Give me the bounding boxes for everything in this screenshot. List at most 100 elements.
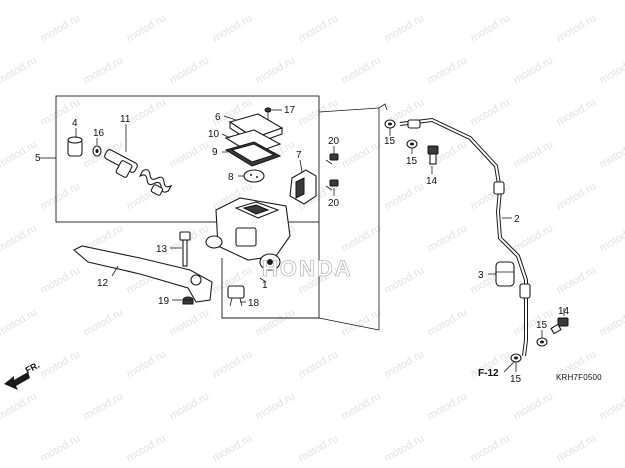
watermark-text: motod.ru	[555, 264, 599, 296]
watermark-text: motod.ru	[512, 222, 556, 254]
watermark-text: motod.ru	[426, 306, 470, 338]
watermark-text: motod.ru	[512, 306, 556, 338]
watermark-text: motod.ru	[39, 180, 83, 212]
ref-leader	[503, 361, 515, 373]
brand-emboss: HONDA	[262, 256, 353, 281]
watermark-text: motod.ru	[555, 432, 599, 464]
watermark-text: motod.ru	[39, 12, 83, 44]
screw-part	[264, 107, 272, 120]
watermark-text: motod.ru	[512, 390, 556, 422]
oil-bolt-lower-part	[550, 317, 569, 335]
watermark-text: motod.ru	[297, 348, 341, 380]
watermark-text: motod.ru	[340, 54, 384, 86]
watermark-text: motod.ru	[168, 390, 212, 422]
watermark-text: motod.ru	[340, 306, 384, 338]
sealing-washer-lower-right-part	[536, 337, 548, 347]
holder-bolt-upper-part	[325, 153, 339, 165]
watermark-text: motod.ru	[598, 54, 625, 86]
hose-outline-top	[318, 107, 380, 113]
callout-10: 10	[208, 129, 220, 140]
pivot-nut-part	[182, 296, 194, 305]
watermark-text: motod.ru	[426, 390, 470, 422]
brake-hose-part	[399, 117, 531, 357]
callout-14a: 14	[426, 176, 438, 187]
watermark-text: motod.ru	[125, 432, 169, 464]
watermark-text: motod.ru	[168, 0, 212, 3]
watermark-text: motod.ru	[39, 348, 83, 380]
callout-16: 16	[93, 128, 105, 139]
leader-10	[221, 133, 231, 139]
watermark-text: motod.ru	[469, 432, 513, 464]
callout-4: 4	[72, 118, 78, 129]
watermark-text: motod.ru	[297, 432, 341, 464]
watermark-text: motod.ru	[82, 390, 126, 422]
watermark-text: motod.ru	[168, 54, 212, 86]
master-cylinder-kit-box	[55, 95, 320, 223]
watermark-text: motod.ru	[598, 222, 625, 254]
diaphragm-part	[224, 141, 282, 167]
callout-17: 17	[284, 105, 296, 116]
hose-outline-bottom	[318, 317, 380, 331]
watermark-text: motod.ru	[340, 222, 384, 254]
watermark-text: motod.ru	[39, 432, 83, 464]
watermark-text: motod.ru	[125, 348, 169, 380]
watermark-text: motod.ru	[512, 0, 556, 3]
watermark-text: motod.ru	[340, 138, 384, 170]
watermark-text: motod.ru	[598, 138, 625, 170]
watermark-text: motod.ru	[168, 306, 212, 338]
watermark-text: motod.ru	[469, 96, 513, 128]
callout-15b: 15	[406, 156, 418, 167]
sealing-washer-upper-right-part	[406, 139, 418, 149]
callout-7: 7	[296, 150, 302, 161]
diagram-code: KRH7F0500	[556, 373, 602, 382]
callout-3: 3	[478, 270, 484, 281]
hose-clamp-part	[495, 261, 515, 287]
watermark-text: motod.ru	[254, 0, 298, 3]
watermark-text: motod.ru	[426, 222, 470, 254]
watermark-text: motod.ru	[426, 0, 470, 3]
sealing-washer-upper-left-part	[384, 119, 396, 129]
watermark-text: motod.ru	[254, 54, 298, 86]
callout-19: 19	[158, 296, 170, 307]
watermark-text: motod.ru	[82, 0, 126, 3]
piston-set-part	[104, 149, 173, 196]
watermark-text: motod.ru	[598, 306, 625, 338]
callout-6: 6	[215, 112, 221, 123]
watermark-text: motod.ru	[0, 306, 39, 338]
front-direction-label: FR.	[24, 360, 41, 376]
watermark-text: motod.ru	[254, 390, 298, 422]
callout-2: 2	[514, 214, 520, 225]
assembly-outline	[221, 222, 320, 319]
holder-bolt-lower-part	[325, 179, 339, 191]
watermark-text: motod.ru	[254, 306, 298, 338]
frame-reference-label: F-12	[478, 368, 499, 379]
watermark-text: motod.ru	[340, 390, 384, 422]
brake-lever-part	[73, 245, 213, 303]
watermark-text: motod.ru	[82, 54, 126, 86]
front-direction-arrow-icon	[4, 372, 30, 390]
watermark-text: motod.ru	[0, 0, 39, 3]
leader-1	[259, 277, 267, 283]
callout-13: 13	[156, 244, 168, 255]
watermark-text: motod.ru	[383, 432, 427, 464]
callout-15c: 15	[510, 374, 522, 385]
watermark-text: motod.ru	[211, 12, 255, 44]
float-part	[243, 169, 265, 183]
watermark-text: motod.ru	[383, 12, 427, 44]
watermark-text: motod.ru	[0, 222, 39, 254]
master-cylinder-body-part	[205, 197, 291, 271]
callout-20b: 20	[328, 198, 340, 209]
watermark-text: motod.ru	[555, 12, 599, 44]
watermark-text: motod.ru	[0, 390, 39, 422]
watermark-text: motod.ru	[469, 12, 513, 44]
watermark-text: motod.ru	[383, 180, 427, 212]
watermark-text: motod.ru	[469, 180, 513, 212]
callout-15d: 15	[536, 320, 548, 331]
callout-5: 5	[35, 153, 41, 164]
callout-1: 1	[262, 280, 268, 291]
watermark-text: motod.ru	[168, 138, 212, 170]
watermark-text: motod.ru	[297, 12, 341, 44]
watermark-text: motod.ru	[598, 390, 625, 422]
